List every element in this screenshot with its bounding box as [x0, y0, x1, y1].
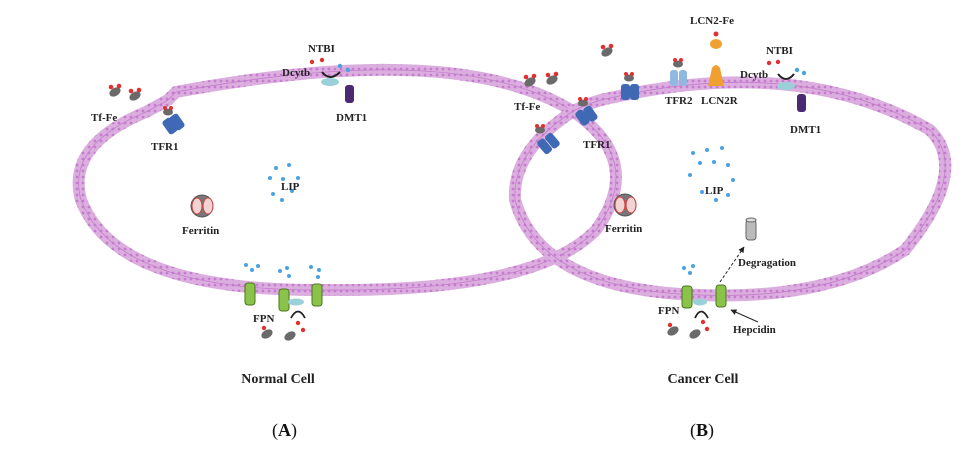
hepcidin-arrow-b — [730, 309, 759, 323]
lip-label-a: LIP — [281, 181, 300, 193]
cell-membrane-a — [72, 63, 622, 297]
tfr2-label-b: TFR2 — [665, 95, 693, 107]
lcn2r-label-b: LCN2R — [701, 95, 739, 107]
tfr1-label-a: TFR1 — [151, 141, 179, 153]
tf-fe-label-b: Tf-Fe — [514, 101, 540, 113]
dcytb-label-b: Dcytb — [740, 69, 768, 81]
ferritin-label-b: Ferritin — [605, 223, 642, 235]
fpn-transporters-b — [681, 284, 727, 319]
outside-iron-b — [667, 319, 710, 339]
dcytb-enzyme-b — [777, 82, 795, 90]
lip-dots-b — [688, 146, 735, 202]
ntbi-label-a: NTBI — [308, 43, 335, 55]
hepcidin-label-b: Hepcidin — [733, 324, 776, 336]
tfr1-receptor-a — [162, 106, 185, 135]
panel-letter-a: A — [278, 420, 291, 440]
exported-iron-b — [682, 264, 695, 275]
ntbi-iron-a — [309, 57, 351, 73]
ferritin-icon-a — [190, 194, 214, 218]
degragation-label-b: Degragation — [738, 257, 796, 269]
panel-caption-b: (B) — [690, 420, 715, 440]
panel-a: Tf-Fe TFR1 NTBI Dcytb DMT1 LIP — [72, 43, 622, 387]
ferritin-icon-b — [613, 193, 637, 217]
cell-title-a: Normal Cell — [241, 372, 315, 387]
tf-fe-molecules-b — [523, 43, 614, 87]
panel-letter-b: B — [696, 420, 709, 440]
tfr1-receptors-b — [535, 72, 639, 155]
lcn2-fe-molecule-b — [710, 31, 722, 49]
degraded-fpn-icon-b — [745, 217, 757, 241]
lcn2r-receptor-b — [708, 65, 724, 86]
degradation-arrow-b — [719, 246, 745, 283]
dmt1-label-a: DMT1 — [336, 112, 367, 124]
fpn-label-a: FPN — [253, 313, 274, 325]
dcytb-enzyme-a — [321, 78, 339, 86]
ferritin-label-a: Ferritin — [182, 225, 219, 237]
fpn-transporters-a — [244, 282, 323, 319]
tf-fe-label-a: Tf-Fe — [91, 112, 117, 124]
cell-membrane-b — [508, 76, 952, 302]
panel-b: LCN2-Fe Tf-Fe TFR1 — [508, 15, 952, 387]
lip-dots-a — [268, 163, 300, 202]
dcytb-arrow-a — [321, 71, 341, 78]
fpn-label-b: FPN — [658, 305, 679, 317]
ntbi-label-b: NTBI — [766, 45, 793, 57]
exported-iron-a — [244, 263, 321, 279]
tfr2-receptor-b — [670, 58, 687, 86]
tf-fe-molecules-a — [108, 83, 142, 101]
panel-caption-a: (A) — [272, 420, 297, 440]
dmt1-transporter-b — [797, 94, 806, 112]
lcn2-fe-label-b: LCN2-Fe — [690, 15, 734, 27]
lip-label-b: LIP — [705, 185, 724, 197]
tfr1-label-b: TFR1 — [583, 139, 611, 151]
dmt1-label-b: DMT1 — [790, 124, 821, 136]
dcytb-label-a: Dcytb — [282, 67, 310, 79]
cell-title-b: Cancer Cell — [668, 372, 739, 387]
dcytb-arrow-b — [777, 73, 795, 80]
outside-iron-a — [261, 320, 306, 341]
dmt1-transporter-a — [345, 85, 354, 103]
ntbi-iron-b — [766, 59, 807, 76]
